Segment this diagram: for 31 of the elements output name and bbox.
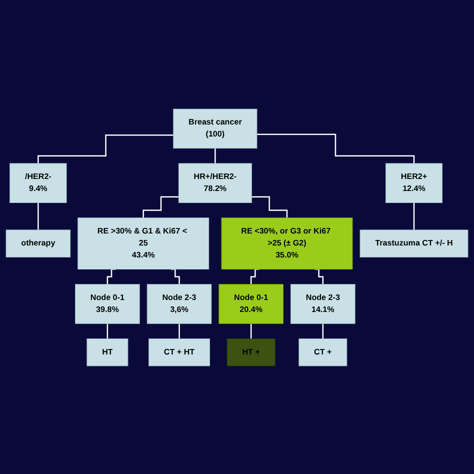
connector xyxy=(250,268,260,284)
connector xyxy=(314,268,324,284)
node-box: RE >30% & G1 & Ki67 < 25 43.4% xyxy=(78,217,210,269)
node-box: otherapy xyxy=(6,229,71,257)
connector xyxy=(106,268,116,284)
node-box: /HER2- 9.4% xyxy=(10,162,67,202)
node-box: RE <30%, or G3 or Ki67 >25 (± G2) 35.0% xyxy=(221,217,353,269)
node-box: Node 2-3 3,6% xyxy=(146,284,212,324)
node-box: HR+/HER2- 78.2% xyxy=(178,162,252,202)
connector xyxy=(214,147,216,164)
connector xyxy=(252,196,288,218)
connector xyxy=(250,322,252,339)
connector xyxy=(142,196,179,218)
connector xyxy=(38,202,39,230)
node-box: HT + xyxy=(226,338,276,366)
node-box: Breast cancer (100) xyxy=(173,108,258,148)
node-box: CT + HT xyxy=(148,338,210,366)
node-box: HER2+ 12.4% xyxy=(386,162,442,202)
connector xyxy=(38,134,174,164)
connector xyxy=(171,268,180,284)
node-box: Node 0-1 39.8% xyxy=(75,284,140,324)
connector xyxy=(256,133,415,164)
node-box: Node 2-3 14.1% xyxy=(290,284,356,324)
connector xyxy=(413,202,415,230)
connector xyxy=(322,322,324,339)
connector xyxy=(106,322,108,339)
node-box: Trastuzuma CT +/- H xyxy=(360,229,468,257)
node-box: CT + xyxy=(298,338,348,366)
connector xyxy=(178,322,180,339)
node-box: Node 0-1 20.4% xyxy=(218,284,284,324)
node-box: HT xyxy=(86,338,128,366)
